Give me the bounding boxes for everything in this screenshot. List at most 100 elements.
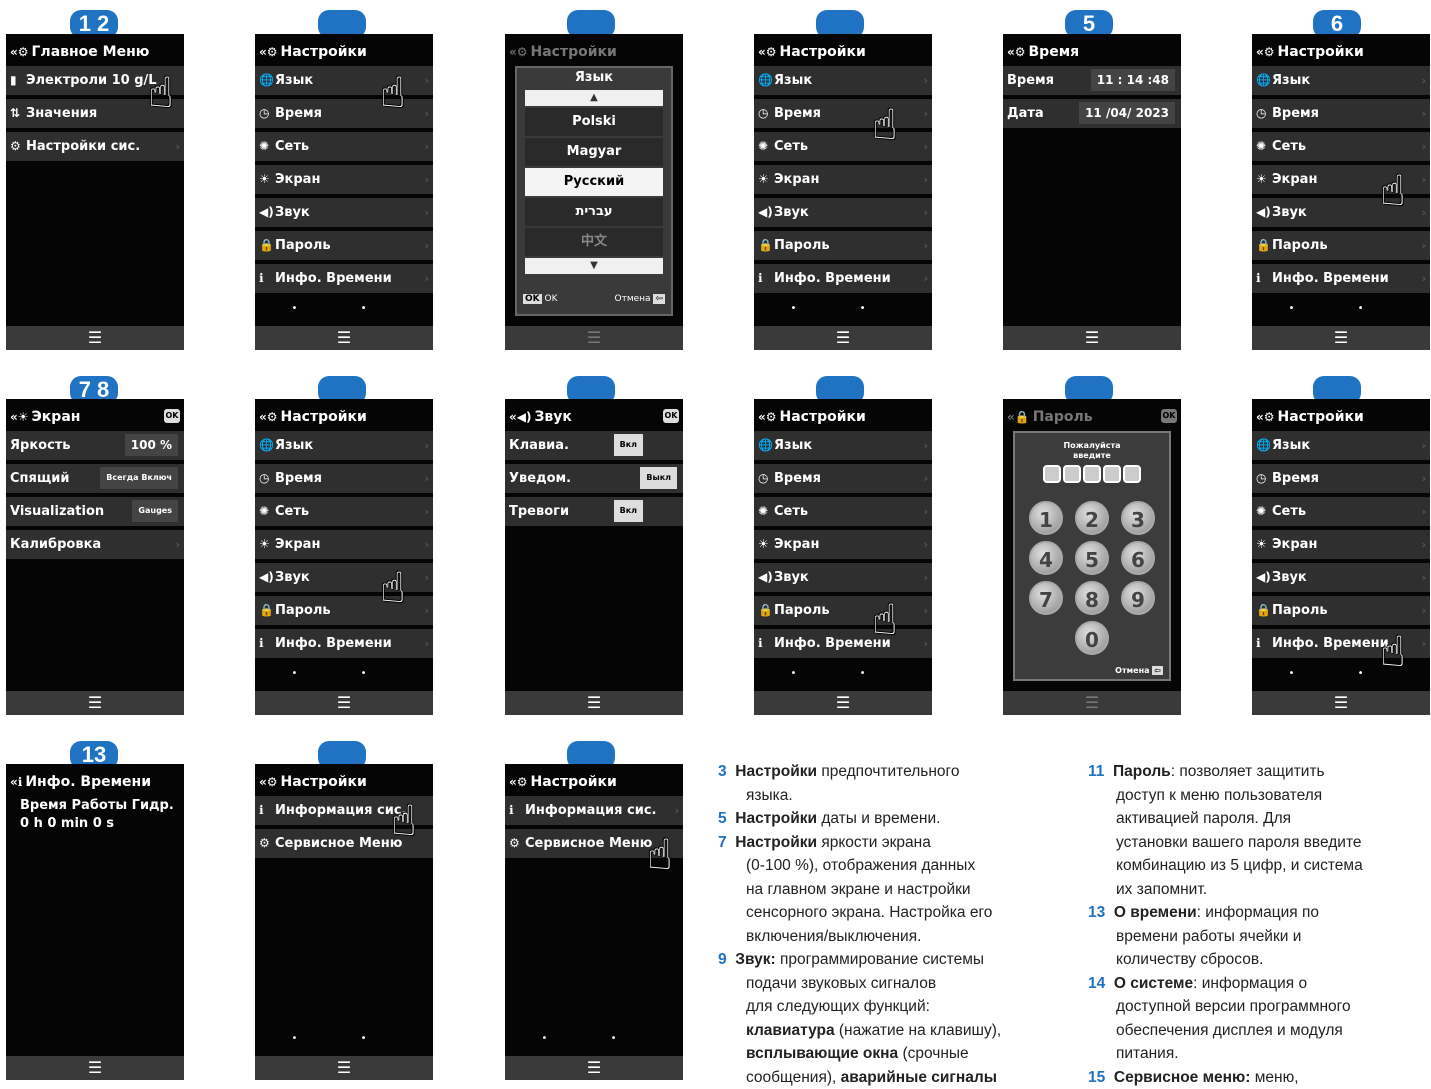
ok-button[interactable]: OK (663, 409, 679, 423)
footer-menu-button[interactable]: ☰ (1003, 691, 1181, 715)
back-brightness-icon[interactable]: «☀ (10, 410, 29, 424)
back-gear-icon[interactable]: «⚙ (1256, 410, 1275, 424)
settings-item-language[interactable]: 🌐Язык› (754, 431, 932, 460)
key-8[interactable]: 8 (1075, 581, 1109, 615)
scroll-down-button[interactable]: ▼ (525, 258, 663, 274)
settings-item-sound[interactable]: ◀)Звук› (255, 198, 433, 227)
key-4[interactable]: 4 (1029, 541, 1063, 575)
settings-item-sound[interactable]: ◀)Звук› (754, 198, 932, 227)
footer-menu-button[interactable]: ☰ (505, 1056, 683, 1080)
back-gear-icon[interactable]: «⚙ (259, 410, 278, 424)
footer-menu-button[interactable]: ☰ (1003, 326, 1181, 350)
settings-item-language[interactable]: 🌐Язык› (1252, 431, 1430, 460)
date-value[interactable]: 11 /04/ 2023 (1079, 102, 1175, 124)
settings-item-time[interactable]: ◷Время› (1252, 464, 1430, 493)
back-gear-icon[interactable]: «⚙ (758, 410, 777, 424)
settings-item-time[interactable]: ◷Время› (255, 464, 433, 493)
settings-item-password[interactable]: 🔒Пароль› (754, 596, 932, 625)
key-9[interactable]: 9 (1121, 581, 1155, 615)
settings-item-screen[interactable]: ☀Экран› (1252, 530, 1430, 559)
footer-menu-button[interactable]: ☰ (6, 326, 184, 350)
notification-sound-toggle[interactable]: Выкл (640, 467, 677, 489)
settings-item-screen[interactable]: ☀Экран› (754, 165, 932, 194)
back-gear-icon[interactable]: «⚙ (758, 45, 777, 59)
settings-item-language[interactable]: 🌐Язык› (1252, 66, 1430, 95)
settings-item-network[interactable]: ✺Сеть› (754, 132, 932, 161)
footer-menu-button[interactable]: ☰ (1252, 691, 1430, 715)
keyboard-sound-toggle[interactable]: Вкл (614, 434, 643, 456)
back-gear-icon[interactable]: «⚙ (259, 775, 278, 789)
footer-menu-button[interactable]: ☰ (255, 326, 433, 350)
settings-item-password[interactable]: 🔒Пароль› (1252, 231, 1430, 260)
language-option[interactable]: עברית (525, 198, 663, 226)
back-info-icon[interactable]: «ℹ (10, 775, 22, 789)
back-gear-icon[interactable]: «⚙ (509, 775, 528, 789)
footer-menu-button[interactable]: ☰ (754, 326, 932, 350)
footer-menu-button[interactable]: ☰ (255, 691, 433, 715)
language-option-selected[interactable]: Русский (525, 168, 663, 196)
back-gear-icon[interactable]: «⚙ (10, 45, 29, 59)
ok-button[interactable]: OK (164, 409, 180, 423)
settings-item-network[interactable]: ✺Сеть› (255, 132, 433, 161)
key-6[interactable]: 6 (1121, 541, 1155, 575)
menu-item-system-settings[interactable]: ⚙Настройки сис.› (6, 132, 184, 161)
settings-item-network[interactable]: ✺Сеть› (754, 497, 932, 526)
settings-item-screen[interactable]: ☀Экран› (255, 165, 433, 194)
settings-item-sound[interactable]: ◀)Звук› (754, 563, 932, 592)
settings-item-screen[interactable]: ☀Экран› (255, 530, 433, 559)
alarm-sound-toggle[interactable]: Вкл (614, 500, 643, 522)
key-3[interactable]: 3 (1121, 501, 1155, 535)
footer-menu-button[interactable]: ☰ (255, 1056, 433, 1080)
back-speaker-icon[interactable]: «◀) (509, 410, 531, 424)
settings-item-language[interactable]: 🌐Язык› (255, 66, 433, 95)
footer-menu-button[interactable]: ☰ (6, 1056, 184, 1080)
keyboard-sound-row[interactable]: Клавиа.Вкл (505, 431, 683, 460)
key-0[interactable]: 0 (1075, 621, 1109, 655)
language-option[interactable]: Polski (525, 108, 663, 136)
settings-item-language[interactable]: 🌐Язык› (754, 66, 932, 95)
settings-item-network[interactable]: ✺Сеть› (255, 497, 433, 526)
settings-item-language[interactable]: 🌐Язык› (255, 431, 433, 460)
settings-item-time[interactable]: ◷Время› (255, 99, 433, 128)
brightness-value[interactable]: 100 % (125, 434, 178, 456)
settings-item-password[interactable]: 🔒Пароль› (255, 231, 433, 260)
back-gear-icon[interactable]: «⚙ (1007, 45, 1026, 59)
key-2[interactable]: 2 (1075, 501, 1109, 535)
key-1[interactable]: 1 (1029, 501, 1063, 535)
cancel-button[interactable]: Отмена ⇦ (1115, 666, 1163, 675)
key-7[interactable]: 7 (1029, 581, 1063, 615)
footer-menu-button[interactable]: ☰ (6, 691, 184, 715)
language-option[interactable]: 中文 (525, 228, 663, 256)
footer-menu-button[interactable]: ☰ (505, 691, 683, 715)
back-gear-icon[interactable]: «⚙ (259, 45, 278, 59)
settings-item-password[interactable]: 🔒Пароль› (754, 231, 932, 260)
settings-item-network[interactable]: ✺Сеть› (1252, 497, 1430, 526)
back-gear-icon[interactable]: «⚙ (1256, 45, 1275, 59)
footer-menu-button[interactable]: ☰ (505, 326, 683, 350)
time-value[interactable]: 11 : 14 :48 (1091, 69, 1175, 91)
footer-menu-button[interactable]: ☰ (754, 691, 932, 715)
language-option[interactable]: Magyar (525, 138, 663, 166)
settings-item-time[interactable]: ◷Время› (754, 464, 932, 493)
key-5[interactable]: 5 (1075, 541, 1109, 575)
footer-menu-button[interactable]: ☰ (1252, 326, 1430, 350)
settings-item-screen[interactable]: ☀Экран› (754, 530, 932, 559)
settings-item-time[interactable]: ◷Время› (1252, 99, 1430, 128)
scroll-up-button[interactable]: ▲ (525, 90, 663, 106)
calibration-row[interactable]: Калибровка› (6, 530, 184, 559)
sleep-value[interactable]: Всегда Включ (100, 467, 178, 489)
settings-item-network[interactable]: ✺Сеть› (1252, 132, 1430, 161)
cancel-button[interactable]: Отмена ⇦ (615, 294, 665, 304)
